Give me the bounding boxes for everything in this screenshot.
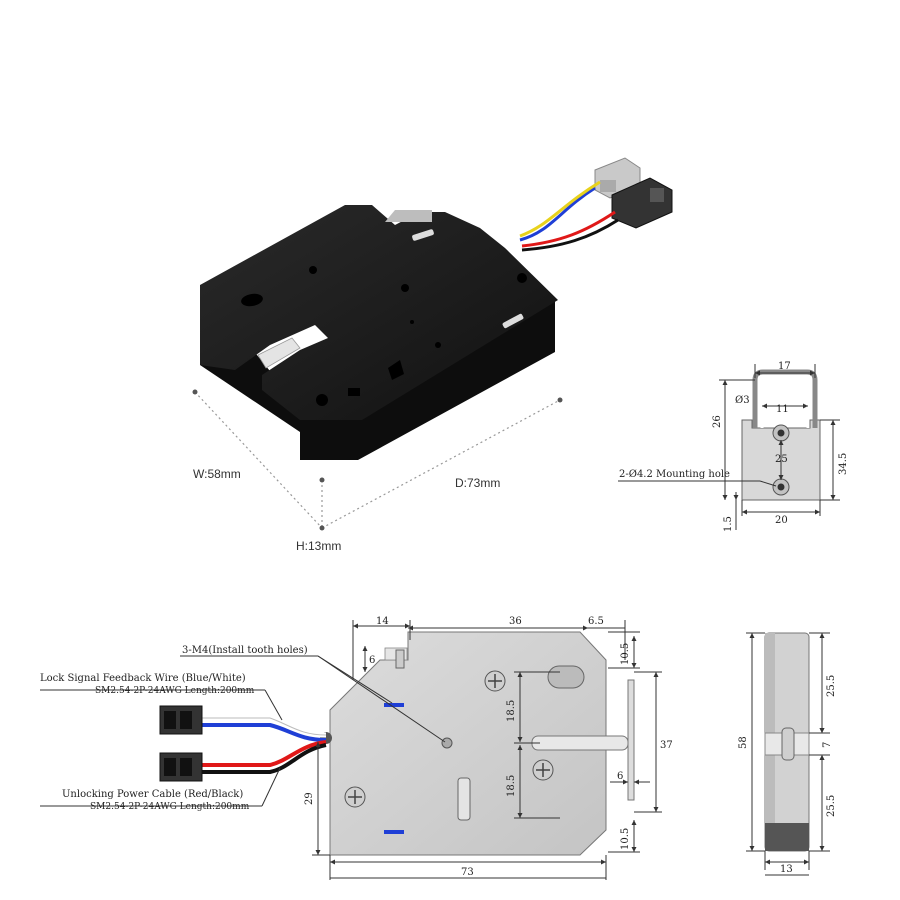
side-dim-58: 58 xyxy=(738,736,749,749)
side-dim-7: 7 xyxy=(822,742,833,748)
bracket-dim-phi3: Ø3 xyxy=(735,395,750,406)
signal-wire-title: Lock Signal Feedback Wire (Blue/White) xyxy=(40,673,246,684)
side-dim-25-5-top: 25.5 xyxy=(826,675,837,697)
bracket-dim-11: 11 xyxy=(776,404,789,415)
bracket-dim-25: 25 xyxy=(775,454,788,465)
side-dim-25-5-bottom: 25.5 xyxy=(826,795,837,817)
front-dim-10-5-top: 10.5 xyxy=(620,643,631,665)
front-dim-6-top: 6 xyxy=(369,655,375,666)
connector-signal xyxy=(159,705,203,735)
front-dim-37: 37 xyxy=(660,740,673,751)
screw-icon xyxy=(532,759,554,781)
front-view-drawing xyxy=(320,631,635,856)
install-holes-label: 3-M4(Install tooth holes) xyxy=(182,645,308,656)
bracket-dim-26: 26 xyxy=(712,415,723,428)
connector-black xyxy=(611,177,673,229)
bracket-dim-1-5: 1.5 xyxy=(723,516,734,532)
front-dim-6-5: 6.5 xyxy=(588,616,604,627)
bracket-mounting-hole-label: 2-Ø4.2 Mounting hole xyxy=(619,469,730,480)
power-wire-spec: SM2.54-2P-24AWG Length:200mm xyxy=(90,802,250,812)
dim-guides-3d xyxy=(192,389,563,531)
front-dim-10-5-bottom: 10.5 xyxy=(620,828,631,850)
bracket-dim-20: 20 xyxy=(775,515,788,526)
bracket-drawing xyxy=(618,364,840,530)
front-dim-29: 29 xyxy=(304,792,315,805)
signal-wire-spec: SM2.54-2P-24AWG Length:200mm xyxy=(95,686,255,696)
side-dim-13: 13 xyxy=(780,864,793,875)
wire-harness xyxy=(159,705,327,782)
bracket-dim-17: 17 xyxy=(778,361,791,372)
dim-width-label: W:58mm xyxy=(193,467,241,481)
screw-icon xyxy=(484,670,506,692)
dim-height-label: H:13mm xyxy=(296,539,341,553)
front-dim-36: 36 xyxy=(509,616,522,627)
power-wire-title: Unlocking Power Cable (Red/Black) xyxy=(62,789,243,800)
front-dim-14: 14 xyxy=(376,616,389,627)
front-view-dimensions xyxy=(40,620,662,880)
side-view-dimensions xyxy=(746,632,830,876)
dim-depth-label: D:73mm xyxy=(455,476,500,490)
front-dim-18-5-lower: 18.5 xyxy=(506,775,517,797)
side-view-drawing xyxy=(764,632,810,852)
front-dim-73: 73 xyxy=(461,867,474,878)
connector-power xyxy=(159,752,203,782)
front-dim-6-right: 6 xyxy=(617,771,623,782)
lock-3d-render xyxy=(200,157,673,460)
bracket-dim-34-5: 34.5 xyxy=(838,453,849,475)
front-dim-18-5-upper: 18.5 xyxy=(506,700,517,722)
screw-icon xyxy=(344,786,366,808)
